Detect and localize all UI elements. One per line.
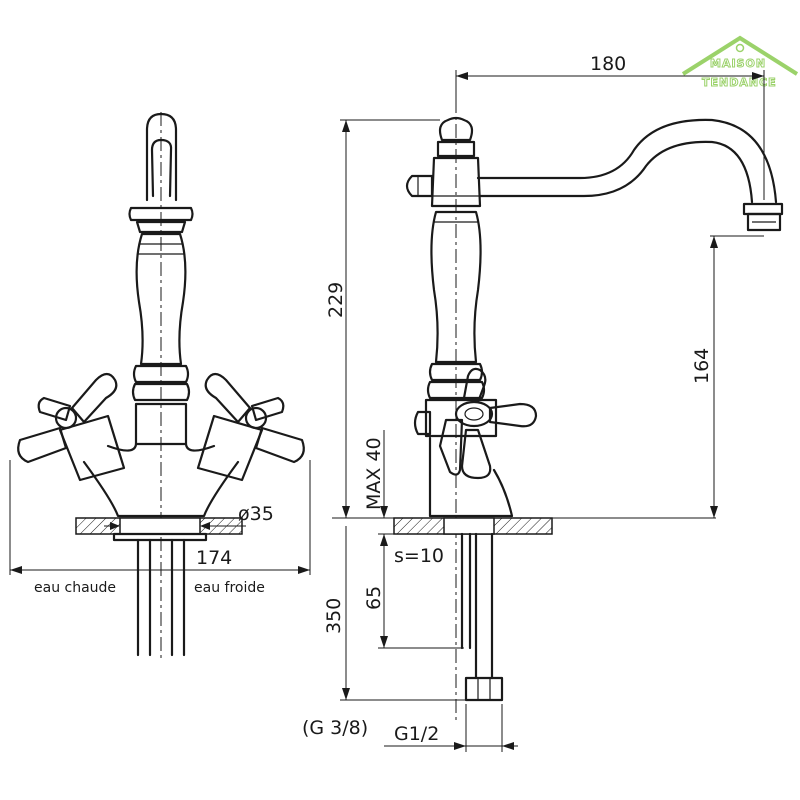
left-cross-arm-up [70, 372, 118, 424]
side-cross-hub [454, 400, 494, 428]
dim-total-arrow-bottom [342, 506, 350, 518]
dim-shank-arrow-bottom [380, 636, 388, 648]
dim-reach-arrow-left [456, 72, 468, 80]
side-cross-arm-right [488, 402, 538, 428]
side-cross-arm-down [460, 428, 492, 480]
dim-shank-arrow-top [380, 534, 388, 546]
front-deck-hole [119, 517, 201, 535]
dim-max-label: MAX 40 [363, 437, 385, 510]
front-base-shoulder [106, 442, 216, 452]
house-roof-icon [681, 35, 799, 76]
dim-reach-arrow-right [752, 72, 764, 80]
dim-hole-arrow-right [200, 522, 210, 530]
dim-s-label: s=10 [394, 545, 444, 567]
side-valve-cap [413, 410, 432, 436]
side-lower-ring-1 [428, 362, 484, 382]
brand-logo: MAISON TENDANCE [681, 35, 799, 90]
left-valve-body [58, 414, 126, 482]
dim-total-arrow-top [342, 120, 350, 132]
front-right-valve [196, 372, 305, 482]
side-base [428, 436, 514, 518]
right-cross-hub [244, 406, 268, 430]
dim-hole-label: ø35 [238, 503, 274, 525]
spout-aerator [746, 212, 782, 232]
dim-width-arrow-left [10, 566, 22, 574]
dim-spout-label: 164 [691, 348, 713, 384]
dim-hole-diameter: ø35 [104, 503, 274, 530]
dim-width: 174 [9, 460, 311, 575]
front-top-ring [135, 220, 187, 234]
logo-window-icon [735, 43, 745, 53]
side-cross-arm-left [438, 418, 464, 476]
side-cross-hub-inner [464, 407, 484, 421]
dim-max-deck: MAX 40 [363, 430, 388, 518]
dim-hose-arrow-bottom [342, 688, 350, 700]
label-hose-connection: (G 3/8) [302, 717, 368, 739]
spout-aerator-top [742, 202, 784, 216]
right-cross-arm-up [204, 372, 252, 424]
dim-conn-arrow-right [502, 742, 514, 750]
side-cross-handle [438, 367, 538, 480]
right-cross-arm-right [254, 426, 305, 464]
dim-total-label: 229 [325, 282, 347, 318]
front-base-cone [82, 460, 240, 518]
dim-max-arrow [380, 506, 388, 518]
front-left-valve [17, 372, 126, 482]
front-lower-ring-1 [132, 364, 190, 384]
dim-spout-reach: 180 [455, 53, 765, 200]
dim-connection: G1/2 [384, 704, 518, 752]
dim-wall-thickness: s=10 [378, 533, 466, 649]
left-cross-arm-left [17, 426, 68, 464]
right-cross-arm-back [250, 396, 285, 422]
side-hose-nut [464, 676, 504, 702]
side-cross-arm-up [462, 367, 487, 404]
dim-hole-arrow-left [110, 522, 120, 530]
dim-spout-arrow-bottom [710, 506, 718, 518]
dim-total-height: 229 [325, 119, 440, 518]
label-hot-water: eau chaude [34, 580, 116, 596]
side-baluster-body [430, 210, 482, 364]
front-baluster-body [135, 232, 187, 366]
side-deck-hole [443, 517, 495, 535]
dim-width-label: 174 [196, 547, 232, 569]
front-lever-handle [145, 112, 178, 202]
front-fixing-plate [112, 532, 208, 542]
front-lever-inner [150, 138, 173, 198]
side-top-collar [436, 140, 476, 158]
dim-width-arrow-right [298, 566, 310, 574]
dim-shank-label: 65 [363, 586, 385, 610]
front-view: ø35 174 eau chaude eau froide [9, 112, 311, 660]
side-left-knob [405, 174, 434, 198]
dim-hose-length: 350 [323, 526, 466, 701]
logo-line-2: TENDANCE [702, 76, 777, 89]
side-view: 180 229 MAX 40 164 [302, 53, 784, 752]
right-valve-body [196, 414, 264, 482]
dim-spout-arrow-top [710, 236, 718, 248]
dim-conn-label: G1/2 [394, 723, 439, 745]
spout-lower-edge [478, 140, 754, 204]
left-cross-hub [54, 406, 78, 430]
label-cold-water: eau froide [194, 580, 265, 596]
dim-spout-height: 164 [691, 235, 764, 518]
dim-reach-label: 180 [590, 53, 626, 75]
logo-line-1: MAISON [710, 57, 766, 70]
left-cross-arm-back [37, 396, 72, 422]
front-lower-ring-2 [131, 382, 191, 402]
dim-hose-label: 350 [323, 598, 345, 634]
side-finial [438, 116, 474, 142]
dim-conn-arrow-left [454, 742, 466, 750]
spout-upper-edge [476, 118, 778, 204]
front-valve-block [134, 402, 188, 446]
front-top-collar [128, 206, 194, 222]
